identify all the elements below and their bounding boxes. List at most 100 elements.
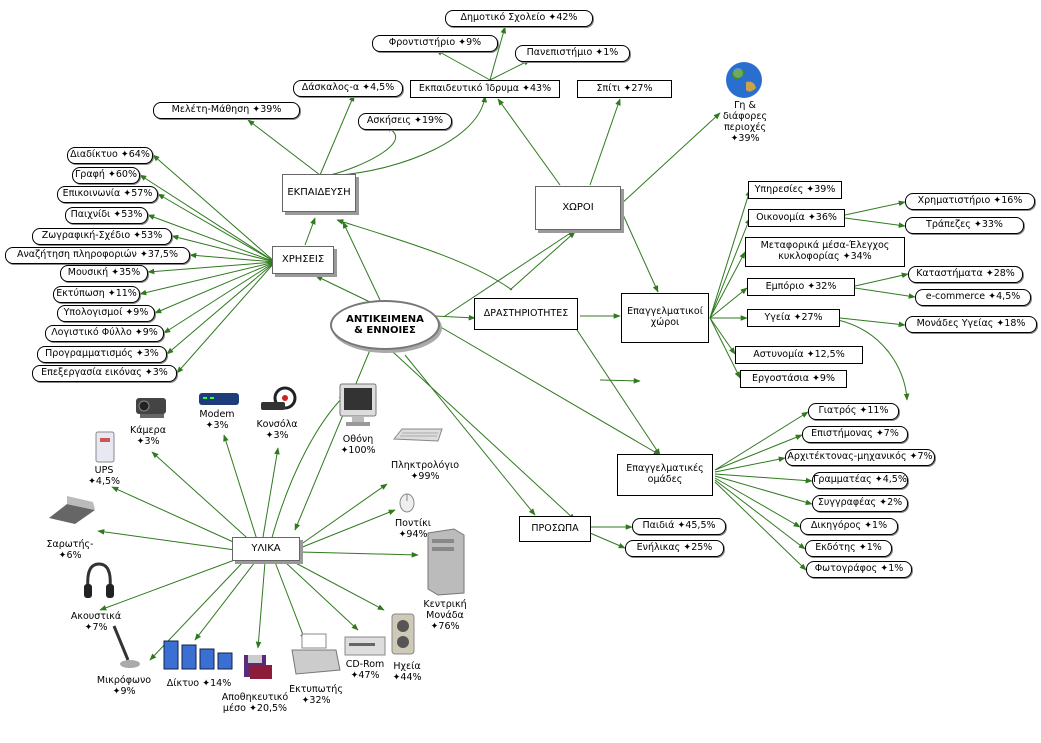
label-modem: Modem ✦3% [197,409,237,432]
console-icon [261,386,297,410]
sarotis-pct: ✦6% [58,549,82,561]
hub-xriseis: ΧΡΗΣΕΙΣ [272,246,334,274]
globe-line2: διάφορες [722,110,768,122]
node-dimotiko: Δημοτικό Σχολείο ✦42% [445,10,593,27]
node-monades: Μονάδες Υγείας ✦18% [905,316,1037,333]
node-trapezes: Τράπεζες ✦33% [905,217,1024,234]
use-item-2: Γραφή ✦60% [72,167,140,184]
node-idryma: Εκπαιδευτικό Ίδρυμα ✦43% [410,80,560,98]
kentriki-pct: ✦76% [430,620,460,632]
akoustika-name: Ακουστικά [70,611,122,622]
node-daskalos: Δάσκαλος-α ✦4,5% [293,80,403,97]
use-item-11: Προγραμματισμός ✦3% [37,346,167,363]
hub-ylika: ΥΛΙΚΑ [232,537,300,561]
globe-line3: περιοχές [723,121,767,133]
modem-icon [199,393,239,405]
node-ypiresies: Υπηρεσίες ✦39% [748,181,842,199]
camera-icon [136,398,166,418]
prof-item-3: Αρχιτέκτονας-μηχανικός ✦7% [785,449,935,466]
epag-xoroi-line1: Επαγγελματικοί [627,306,703,318]
headphones-icon [84,562,114,598]
kentriki-line1: Κεντρική [423,599,467,610]
pliktrologio-name: Πληκτρολόγιο [390,460,460,471]
microphone-icon [112,625,140,668]
prof-item-6: Δικηγόρος ✦1% [800,518,898,535]
node-enilikas: Ενήλικας ✦25% [625,540,724,557]
label-diktyo: Δίκτυο ✦14% [166,678,232,689]
node-panepistimio: Πανεπιστήμιο ✦1% [515,45,630,62]
use-item-4: Παιχνίδι ✦53% [65,207,148,224]
node-oikonomia: Οικονομία ✦36% [748,209,845,227]
speakers-icon [391,613,415,655]
prof-item-5: Συγγραφέας ✦2% [812,495,908,512]
modem-name: Modem [199,409,235,420]
monitor-icon [339,383,377,426]
label-ups: UPS ✦4,5% [84,465,124,488]
node-askiseis: Ασκήσεις ✦19% [358,113,452,130]
label-apothikeutiko: Αποθηκευτικό μέσο ✦20,5% [215,692,295,715]
center-line1: ΑΝΤΙΚΕΙΜΕΝΑ [346,313,424,325]
apothikeutiko-line1: Αποθηκευτικό [221,692,289,703]
hub-epag-omades: Επαγγελματικές ομάδες [617,454,713,496]
node-ygeia: Υγεία ✦27% [747,309,840,327]
hub-drastiriotites: ΔΡΑΣΤΗΡΙΟΤΗΤΕΣ [474,298,578,330]
metaforika-line2: κυκλοφορίας ✦34% [778,251,872,262]
label-akoustika: Ακουστικά ✦7% [65,611,127,634]
scanner-icon [49,496,95,524]
epag-omades-line2: ομάδες [647,474,683,485]
othoni-name: Οθόνη [342,434,374,445]
label-ektypotis: Εκτυπωτής ✦32% [285,684,347,707]
label-cdrom: CD-Rom ✦47% [340,659,390,682]
modem-pct: ✦3% [205,419,229,431]
epag-omades-line1: Επαγγελματικές [626,463,704,475]
label-sarotis: Σαρωτής- ✦6% [40,539,100,562]
use-item-7: Μουσική ✦35% [60,265,148,282]
epag-xoroi-line2: χώροι [650,317,680,328]
ups-pct: ✦4,5% [87,475,121,487]
metaforika-line1: Μεταφορικά μέσα-Έλεγχος [760,240,890,252]
label-pliktrologio: Πληκτρολόγιο ✦99% [385,460,465,483]
mouse-icon [399,493,415,513]
hub-epag-xoroi: Επαγγελματικοί χώροι [621,293,709,343]
prof-item-2: Επιστήμονας ✦7% [802,426,908,443]
ektypotis-pct: ✦32% [301,694,331,706]
use-item-1: Διαδίκτυο ✦64% [67,147,153,164]
othoni-pct: ✦100% [340,444,376,456]
center-line2: & ΕΝΝΟΙΕΣ [354,325,416,336]
ektypotis-name: Εκτυπωτής [289,684,343,695]
label-othoni: Οθόνη ✦100% [333,434,383,457]
network-icon [163,640,233,670]
node-xrimatistirio: Χρηματιστήριο ✦16% [905,193,1035,210]
use-item-8: Εκτύπωση ✦11% [53,286,140,303]
printer-icon [291,633,341,675]
floppy-icon [244,655,272,679]
cdrom-name: CD-Rom [345,659,385,670]
globe-icon [726,62,762,98]
use-item-12: Επεξεργασία εικόνας ✦3% [32,365,177,382]
akoustika-pct: ✦7% [84,621,108,633]
node-spiti: Σπίτι ✦27% [577,80,672,98]
node-emporio: Εμπόριο ✦32% [747,278,855,296]
prof-item-8: Φωτογράφος ✦1% [806,561,912,578]
mikrofono-pct: ✦9% [112,685,136,697]
konsola-pct: ✦3% [265,429,289,441]
ups-icon [95,431,115,463]
label-mikrofono: Μικρόφωνο ✦9% [93,675,155,698]
label-kentriki: Κεντρική Μονάδα ✦76% [415,599,475,633]
apothikeutiko-line2: μέσο ✦20,5% [222,702,288,714]
kamera-name: Κάμερα [130,425,166,436]
node-metaforika: Μεταφορικά μέσα-Έλεγχος κυκλοφορίας ✦34% [745,237,905,267]
use-item-10: Λογιστικό Φύλλο ✦9% [45,325,164,342]
cdrom-icon [344,636,386,656]
prof-item-4: Γραμματέας ✦4,5% [812,472,908,489]
node-katastimata: Καταστήματα ✦28% [908,266,1023,283]
sarotis-name: Σαρωτής- [46,539,94,550]
node-ecommerce: e-commerce ✦4,5% [915,289,1031,306]
tower-icon [427,528,465,596]
node-astynomia: Αστυνομία ✦12,5% [735,346,863,364]
cdrom-pct: ✦47% [350,669,380,681]
kentriki-line2: Μονάδα [426,609,464,621]
hub-prosopa: ΠΡΟΣΩΠΑ [519,516,591,542]
